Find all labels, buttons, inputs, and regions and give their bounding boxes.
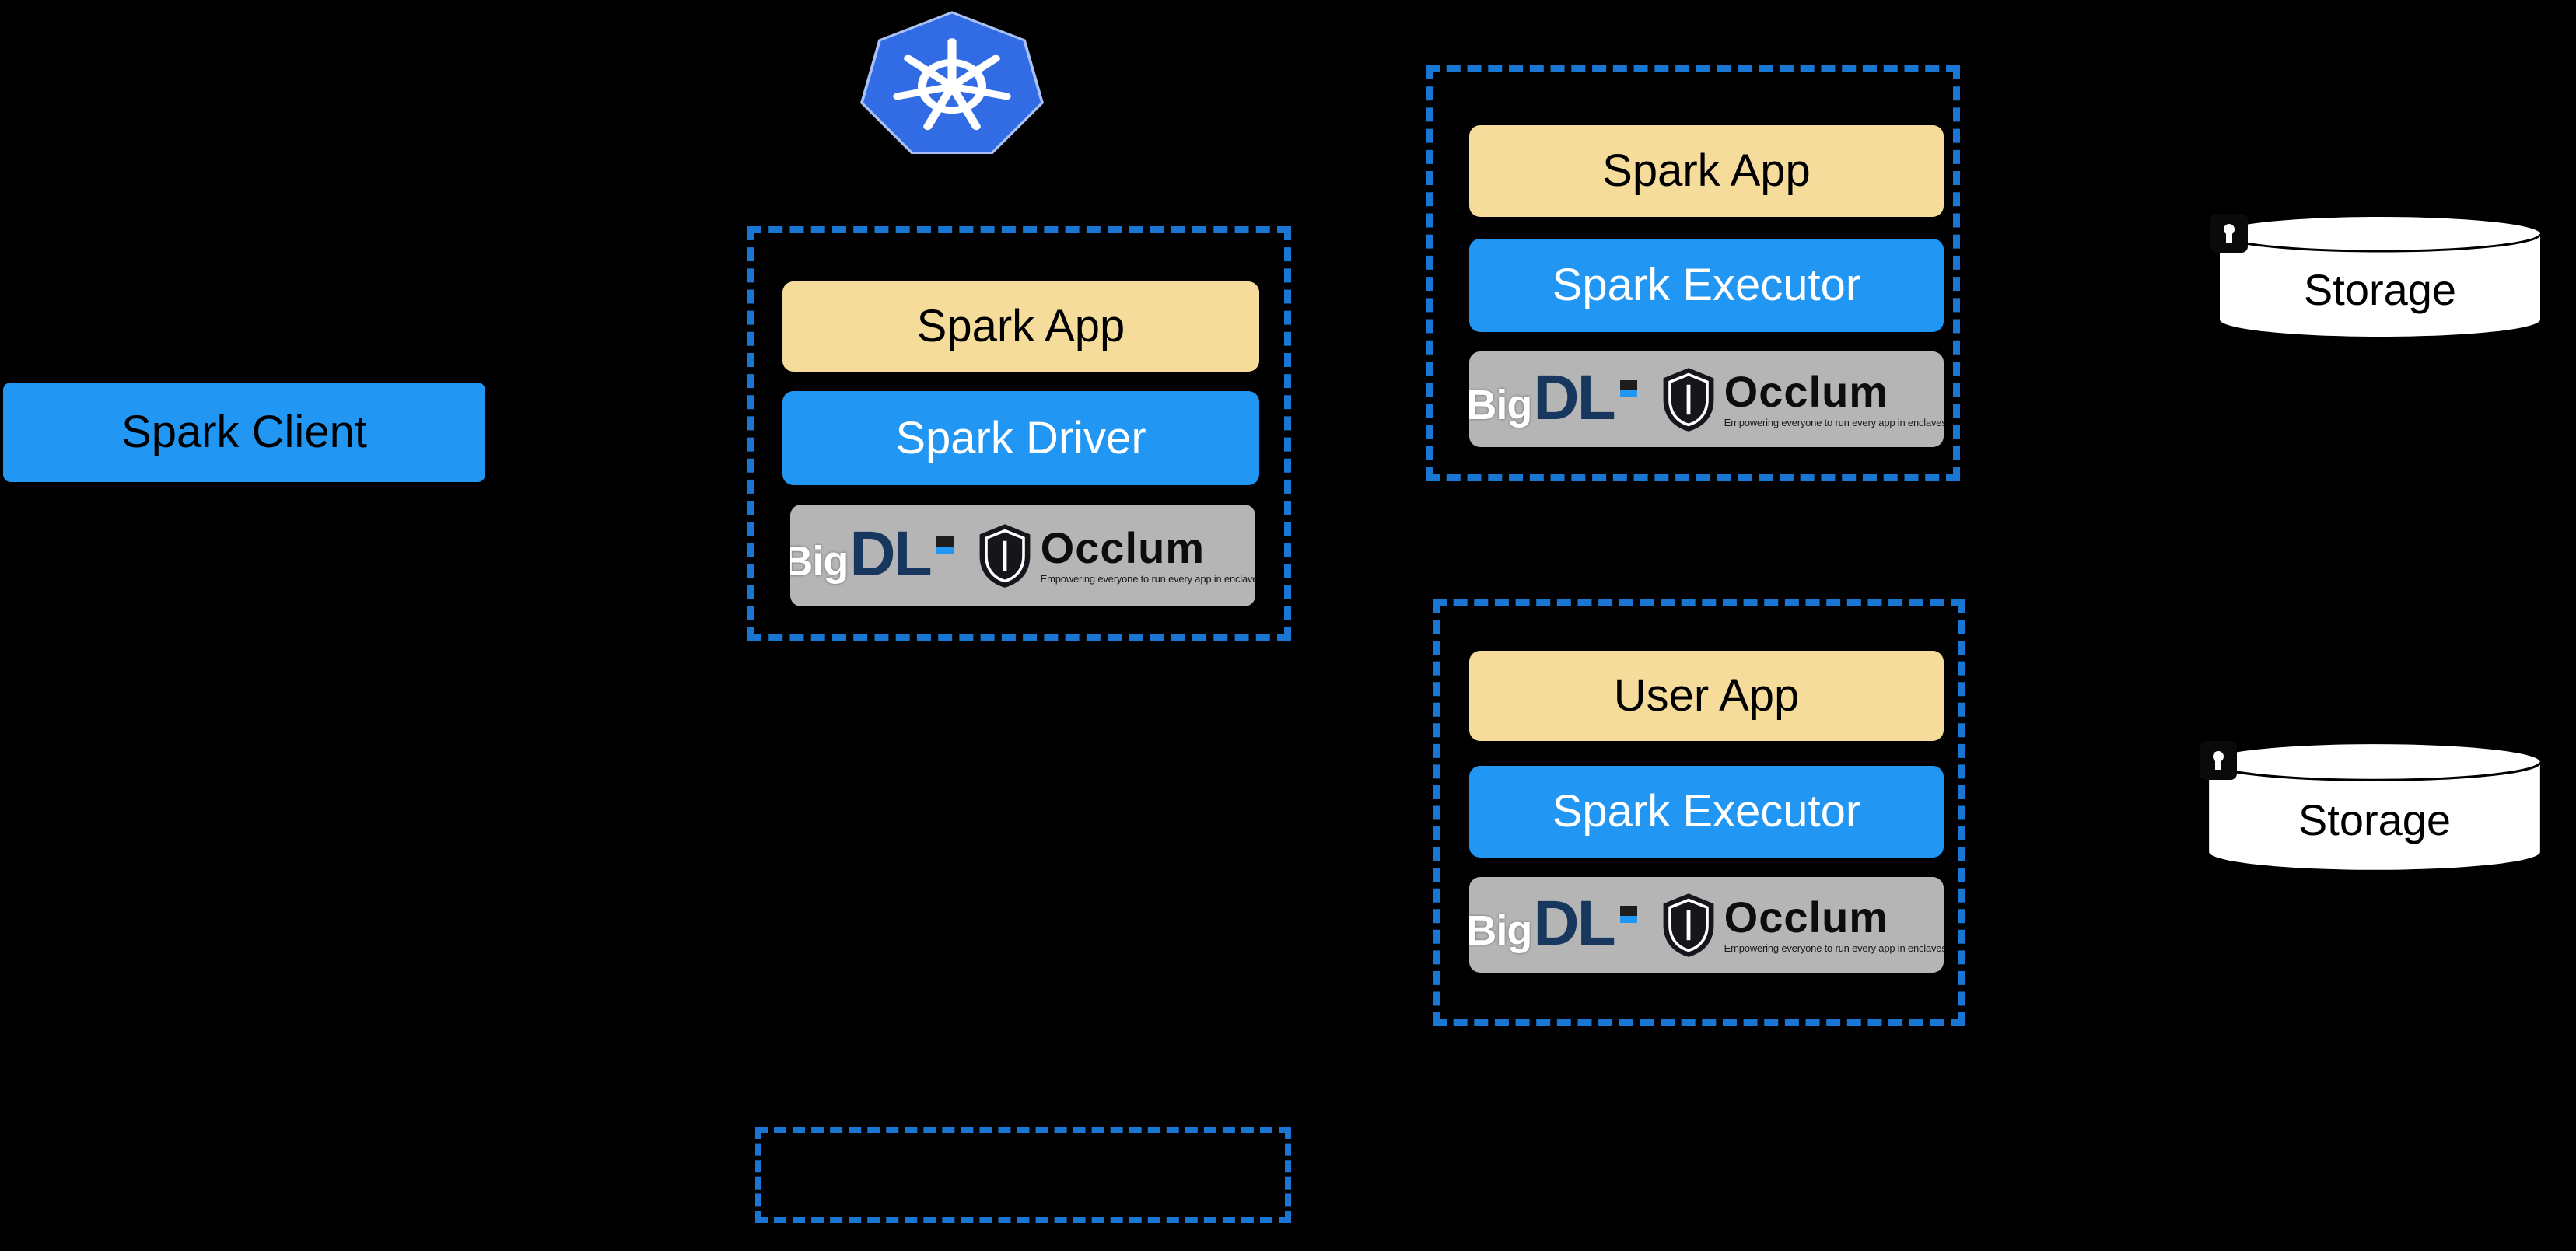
bigdl-big-text: Big bbox=[1469, 907, 1532, 954]
lock-icon bbox=[2200, 741, 2237, 780]
spark-driver-label: Spark Driver bbox=[895, 412, 1146, 463]
user-app-box: User App bbox=[1469, 651, 1944, 741]
occlum-wordmark-block: Occlum Empowering everyone to run every … bbox=[1724, 893, 1944, 955]
bigdl-dl-text: DL bbox=[1533, 362, 1615, 433]
storage-db-1: Storage bbox=[2210, 214, 2543, 340]
storage-db-2: Storage bbox=[2200, 741, 2543, 873]
bigdl-pixel-icon bbox=[1619, 380, 1637, 397]
spark-executor-label: Spark Executor bbox=[1552, 786, 1861, 837]
occlum-logo: Occlum Empowering everyone to run every … bbox=[1661, 365, 1944, 434]
occlum-wordmark: Occlum bbox=[1040, 523, 1206, 572]
occlum-shield-icon bbox=[1663, 893, 1714, 957]
occlum-wordmark: Occlum bbox=[1724, 367, 1889, 416]
occlum-logo: Occlum Empowering everyone to run every … bbox=[977, 522, 1255, 590]
occlum-wordmark-block: Occlum Empowering everyone to run every … bbox=[1724, 367, 1944, 429]
lock-icon bbox=[2210, 214, 2248, 253]
storage-label: Storage bbox=[2298, 795, 2452, 844]
spark-client-label: Spark Client bbox=[121, 407, 367, 457]
spark-client-box: Spark Client bbox=[3, 383, 485, 482]
spark-executor-box: Spark Executor bbox=[1469, 239, 1944, 332]
occlum-tagline: Empowering everyone to run every app in … bbox=[1724, 942, 1944, 954]
spark-driver-box: Spark Driver bbox=[782, 391, 1259, 485]
occlum-wordmark: Occlum bbox=[1724, 893, 1889, 942]
empty-dashed-box bbox=[755, 1127, 1291, 1223]
spark-app-label: Spark App bbox=[1602, 145, 1811, 196]
spark-executor-label: Spark Executor bbox=[1552, 260, 1861, 310]
occlum-tagline: Empowering everyone to run every app in … bbox=[1040, 573, 1255, 585]
bigdl-pixel-icon bbox=[936, 536, 954, 554]
bigdl-dl-text: DL bbox=[849, 519, 932, 589]
occlum-shield-icon bbox=[1663, 367, 1714, 432]
spark-app-box: Spark App bbox=[782, 281, 1259, 372]
bigdl-dl-text: DL bbox=[1533, 888, 1615, 959]
keyhole bbox=[2224, 224, 2235, 235]
spark-app-label: Spark App bbox=[916, 301, 1125, 351]
occlum-logo: Occlum Empowering everyone to run every … bbox=[1661, 891, 1944, 959]
keyhole bbox=[2213, 751, 2224, 762]
spark-app-box: Spark App bbox=[1469, 125, 1944, 217]
user-app-label: User App bbox=[1613, 670, 1800, 721]
occlum-wordmark-block: Occlum Empowering everyone to run every … bbox=[1041, 526, 1255, 585]
bigdl-big-text: Big bbox=[1469, 382, 1532, 428]
storage-label: Storage bbox=[2303, 264, 2457, 314]
spark-executor-box: Spark Executor bbox=[1469, 766, 1944, 858]
bigdl-pixel-icon bbox=[1619, 906, 1637, 923]
bigdl-big-text: Big bbox=[790, 538, 849, 585]
kubernetes-logo-icon bbox=[859, 11, 1045, 155]
occlum-tagline: Empowering everyone to run every app in … bbox=[1724, 417, 1944, 428]
occlum-shield-icon bbox=[979, 523, 1031, 588]
